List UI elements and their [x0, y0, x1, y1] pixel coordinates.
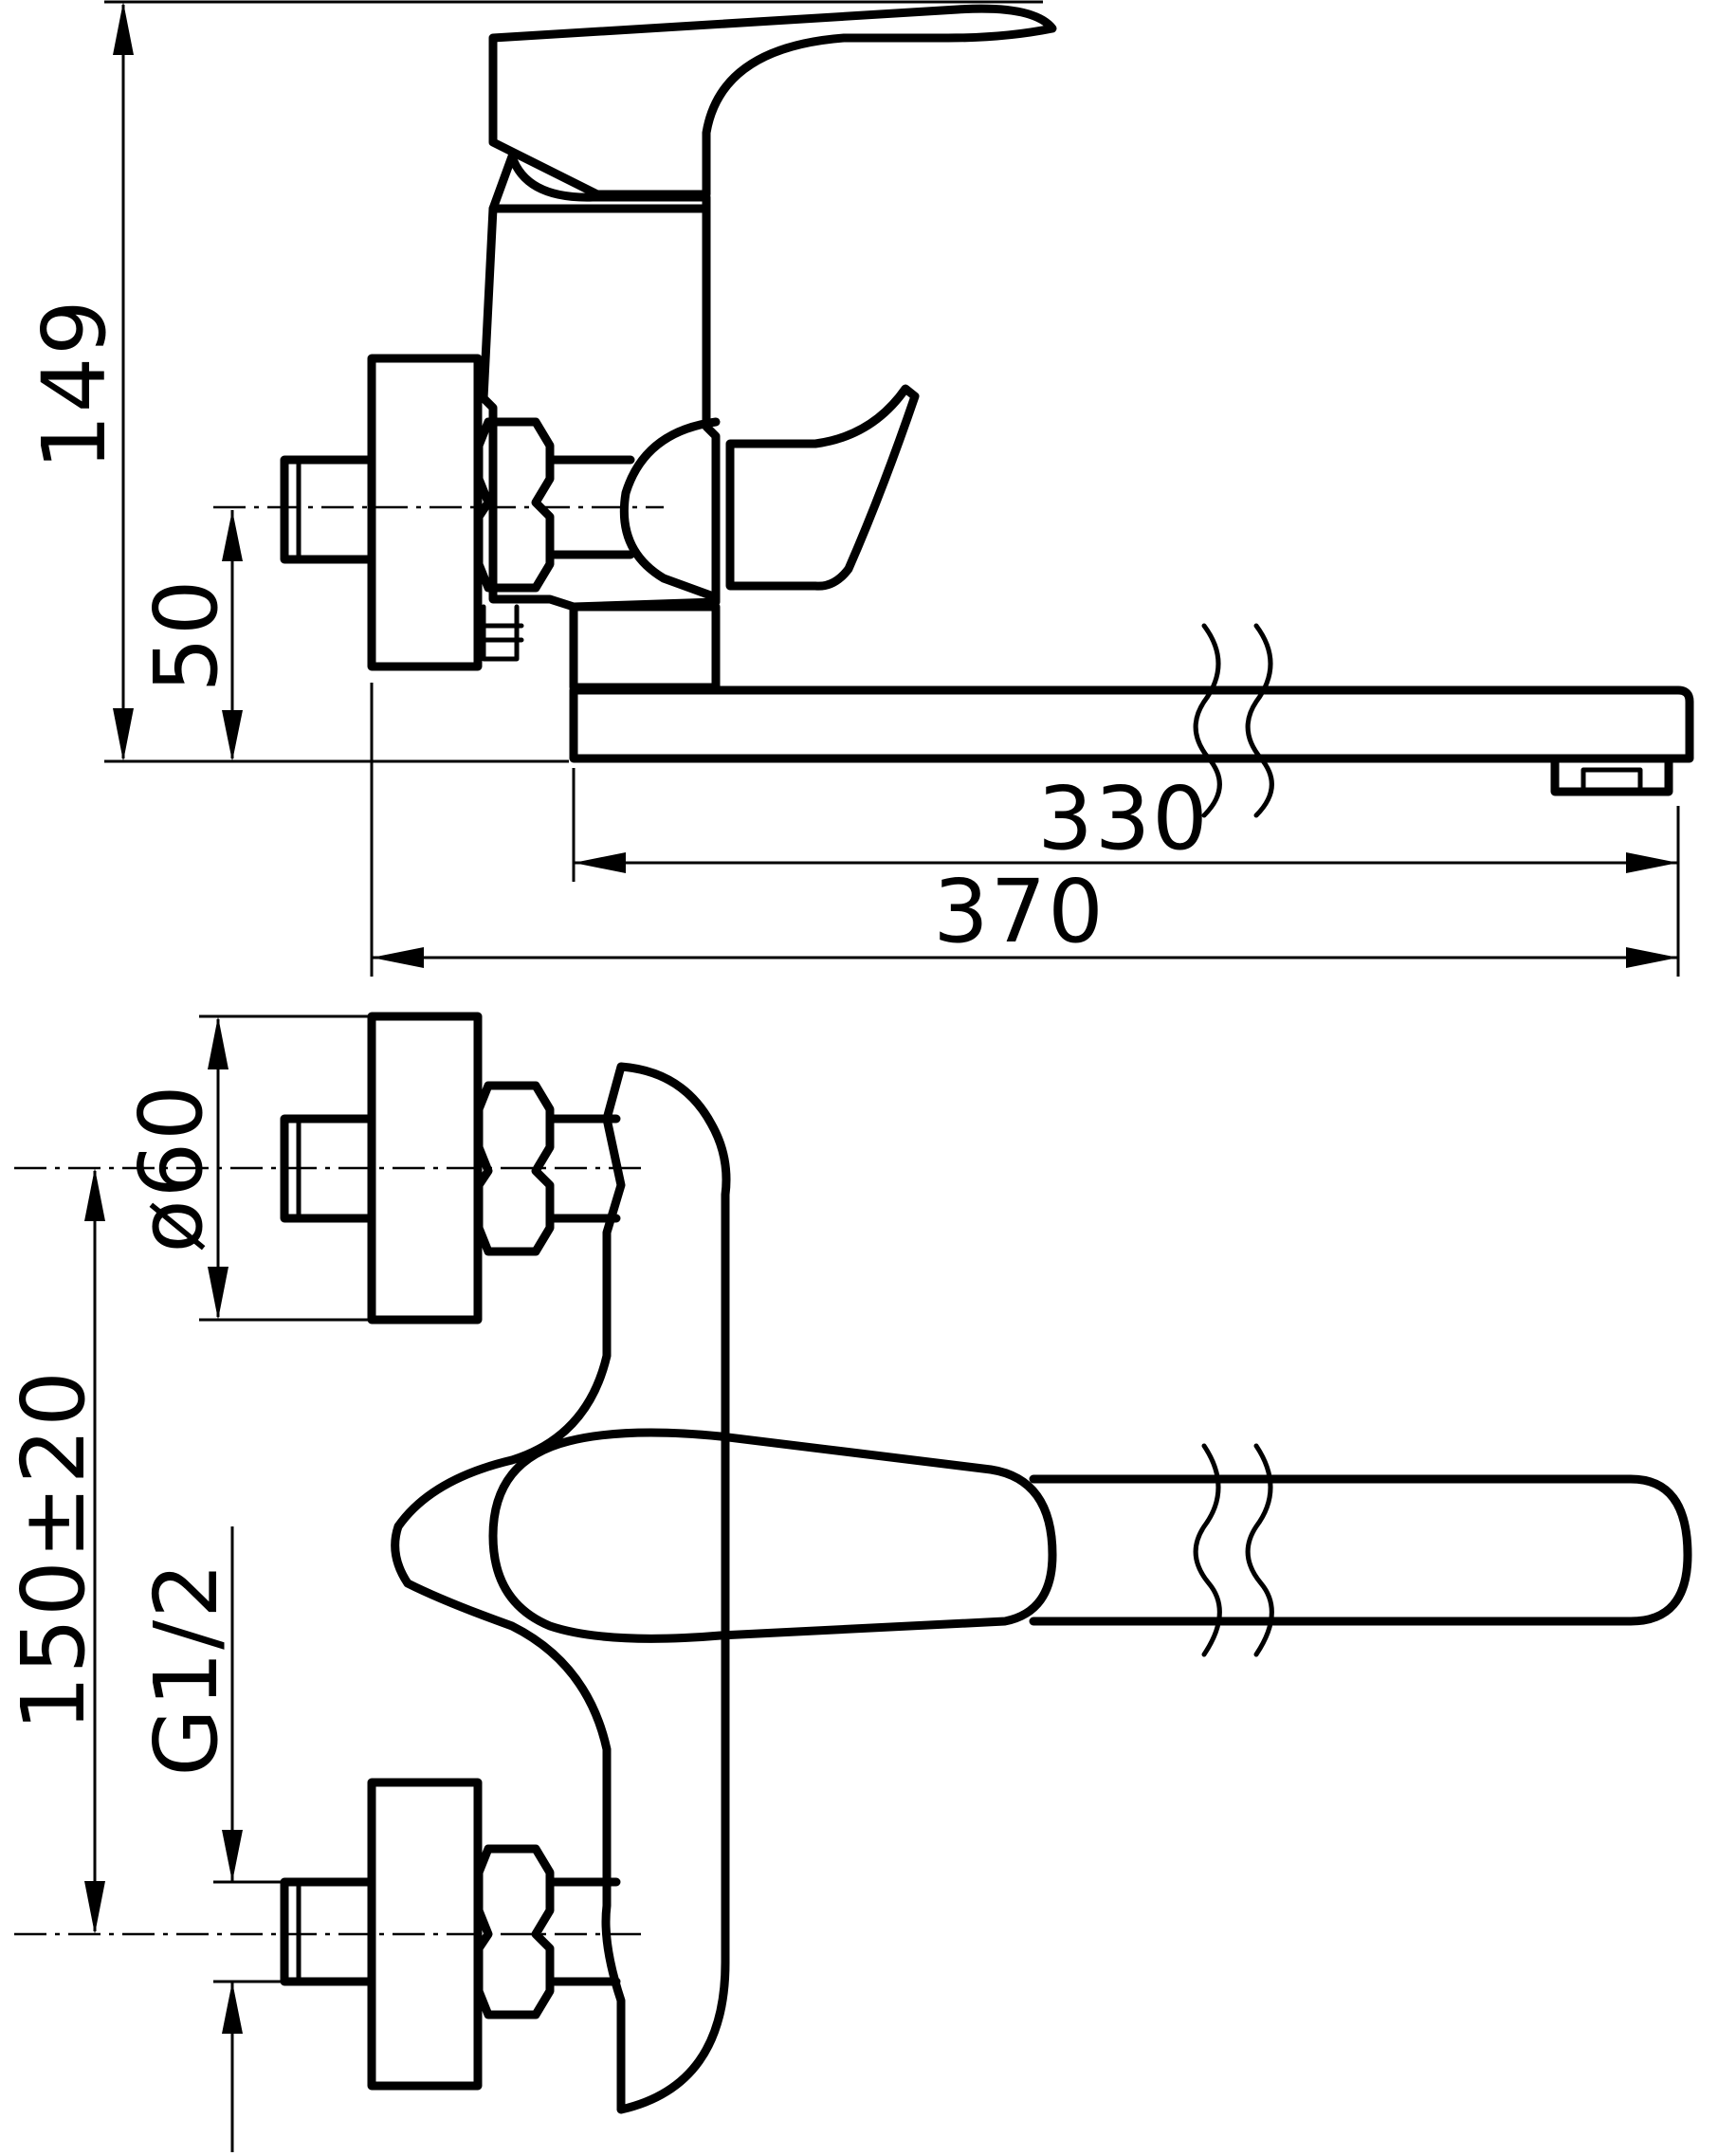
- lever-handle: [488, 4, 1057, 199]
- break-mark-side-2: [1245, 623, 1274, 818]
- dim-label-thread: G1/2: [136, 1561, 237, 1776]
- dim-label-149: 149: [24, 298, 125, 470]
- wall-flange-side: [367, 354, 483, 671]
- connector-pipe-top-upper: [545, 1114, 621, 1223]
- inlet-thread-side: [280, 455, 376, 564]
- spout-top: [1029, 1474, 1692, 1626]
- side-view: 149 50 330 370: [24, 0, 1694, 977]
- connector-pipe-side: [545, 455, 635, 559]
- handle-cap: [488, 152, 711, 213]
- connector-pipe-top-lower: [545, 1877, 621, 1986]
- body-lower-neck: [569, 602, 721, 692]
- diverter-lever: [725, 384, 920, 591]
- dim-label-370: 370: [933, 861, 1106, 962]
- dim-label-330: 330: [1037, 768, 1210, 869]
- break-mark-top-2: [1245, 1443, 1274, 1657]
- dim-label-50: 50: [136, 577, 237, 692]
- inlet-thread-top-lower: [280, 1877, 376, 1986]
- mixer-body: [479, 204, 721, 612]
- spout-side: [569, 685, 1694, 763]
- hex-nut-top-lower: [474, 1844, 555, 2019]
- side-knob: [619, 417, 721, 602]
- break-mark-side-1: [1193, 623, 1222, 818]
- lever-top: [488, 1428, 1057, 1643]
- small-valve-side: [476, 604, 524, 662]
- aerator-side: [1550, 754, 1673, 796]
- top-view: ø60 150±20 G1/2: [3, 1012, 1692, 2152]
- dim-label-spacing: 150±20: [3, 1369, 104, 1731]
- dim-label-diameter: ø60: [120, 1083, 222, 1252]
- aerator-inner: [1581, 767, 1643, 793]
- body-plate-top: [391, 1062, 731, 2114]
- break-mark-top-1: [1193, 1443, 1222, 1657]
